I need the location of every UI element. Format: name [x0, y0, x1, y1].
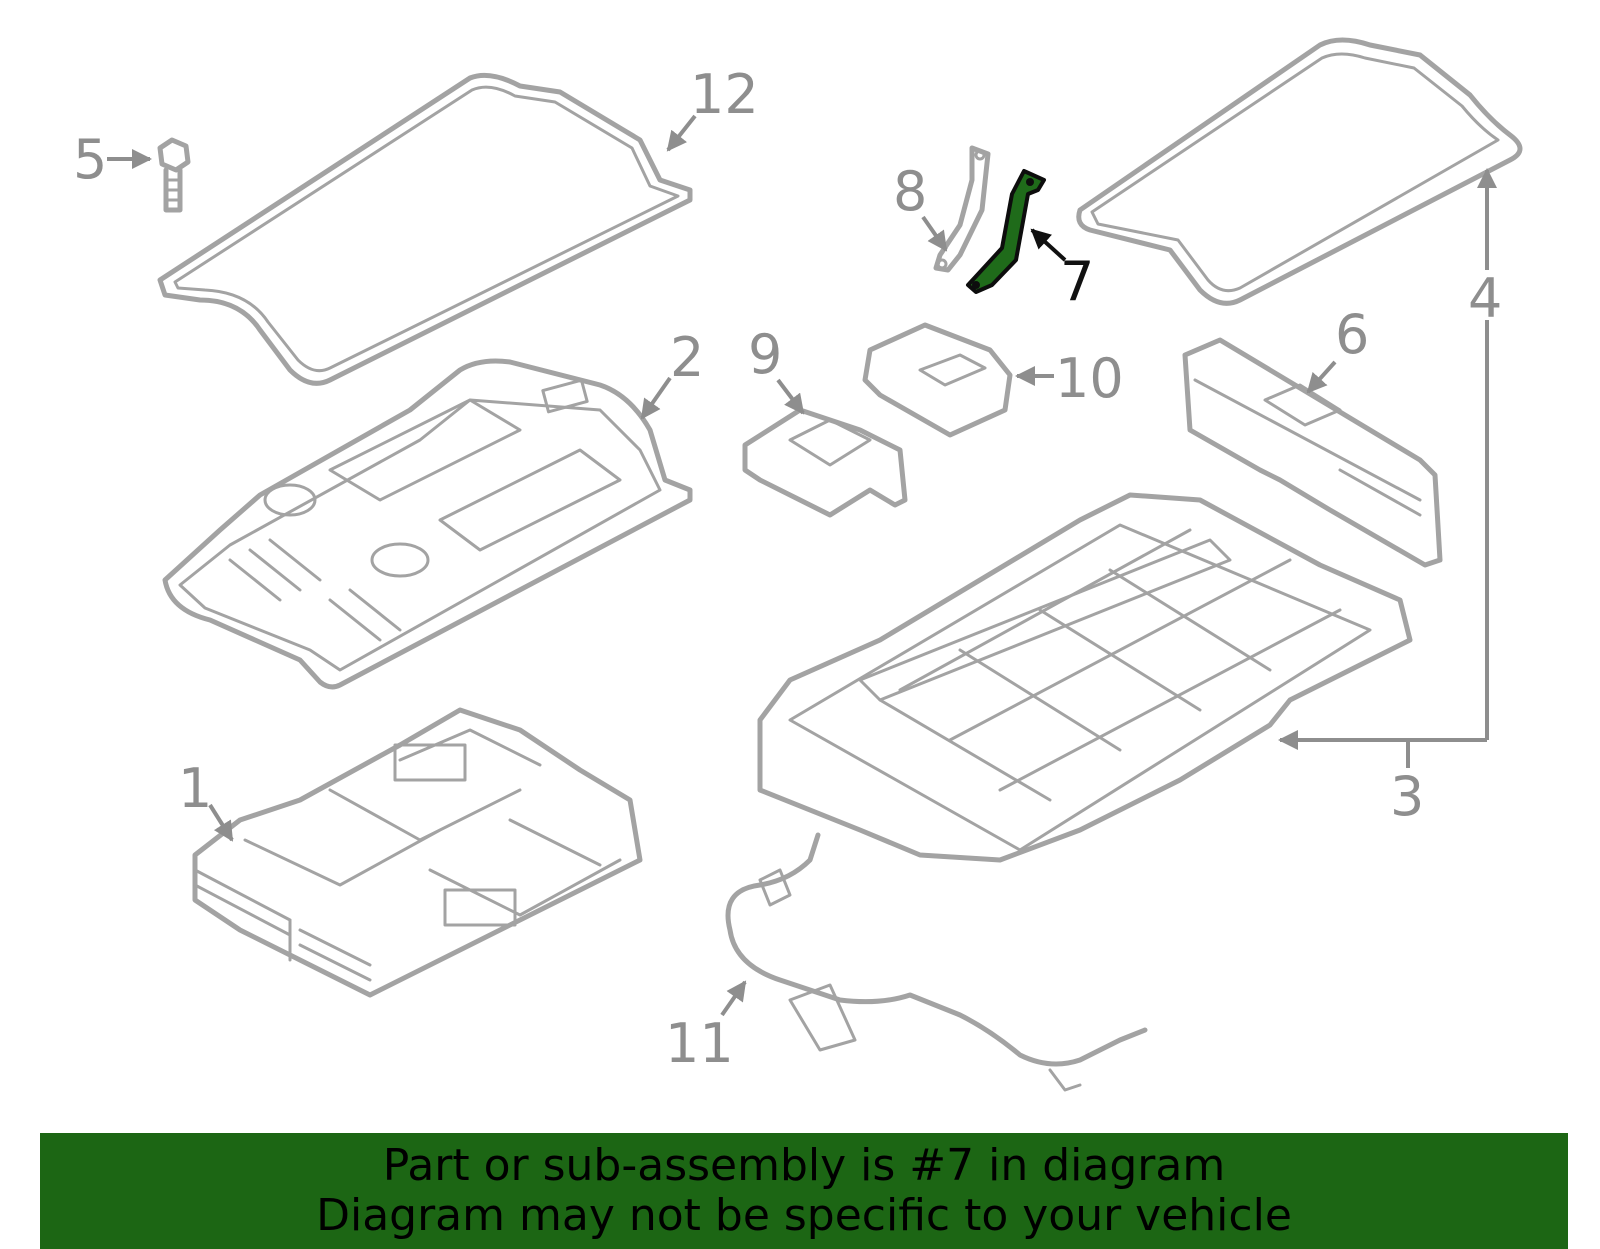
callouts: 5 12 2 1 9 10 8 7 4 3 6 11 [73, 63, 1502, 1075]
part-5-bolt[interactable] [157, 137, 191, 213]
part-7-bracket-highlighted[interactable] [966, 169, 1046, 294]
part-3-tray[interactable] [757, 492, 1413, 863]
part-1-battery-modules[interactable] [192, 707, 643, 998]
callout-6: 6 [1335, 303, 1369, 366]
banner-line-disclaimer: Diagram may not be specific to your vehi… [316, 1190, 1292, 1241]
callout-5: 5 [73, 128, 107, 191]
part-8-bracket[interactable] [933, 145, 991, 273]
part-4-lower-cover[interactable] [1076, 37, 1523, 306]
part-12-seal[interactable] [157, 72, 693, 386]
part-2-upper-cover[interactable] [162, 358, 693, 690]
callout-12: 12 [690, 63, 759, 126]
callout-7: 7 [1060, 250, 1094, 313]
callout-9: 9 [748, 323, 782, 386]
part-6-panel[interactable] [1182, 337, 1443, 568]
info-banner: Part or sub-assembly is #7 in diagram Di… [40, 1133, 1568, 1249]
callout-2: 2 [670, 326, 704, 389]
part-11-harness[interactable] [725, 832, 1148, 1092]
callout-10: 10 [1055, 347, 1124, 410]
callout-11: 11 [665, 1012, 734, 1075]
callout-8: 8 [893, 160, 927, 223]
callout-1: 1 [178, 757, 212, 820]
banner-line-part: Part or sub-assembly is #7 in diagram [382, 1140, 1226, 1191]
part-10-module[interactable] [862, 322, 1013, 438]
part-9-module[interactable] [742, 407, 908, 518]
callout-3: 3 [1390, 765, 1424, 828]
callout-4: 4 [1468, 267, 1502, 330]
